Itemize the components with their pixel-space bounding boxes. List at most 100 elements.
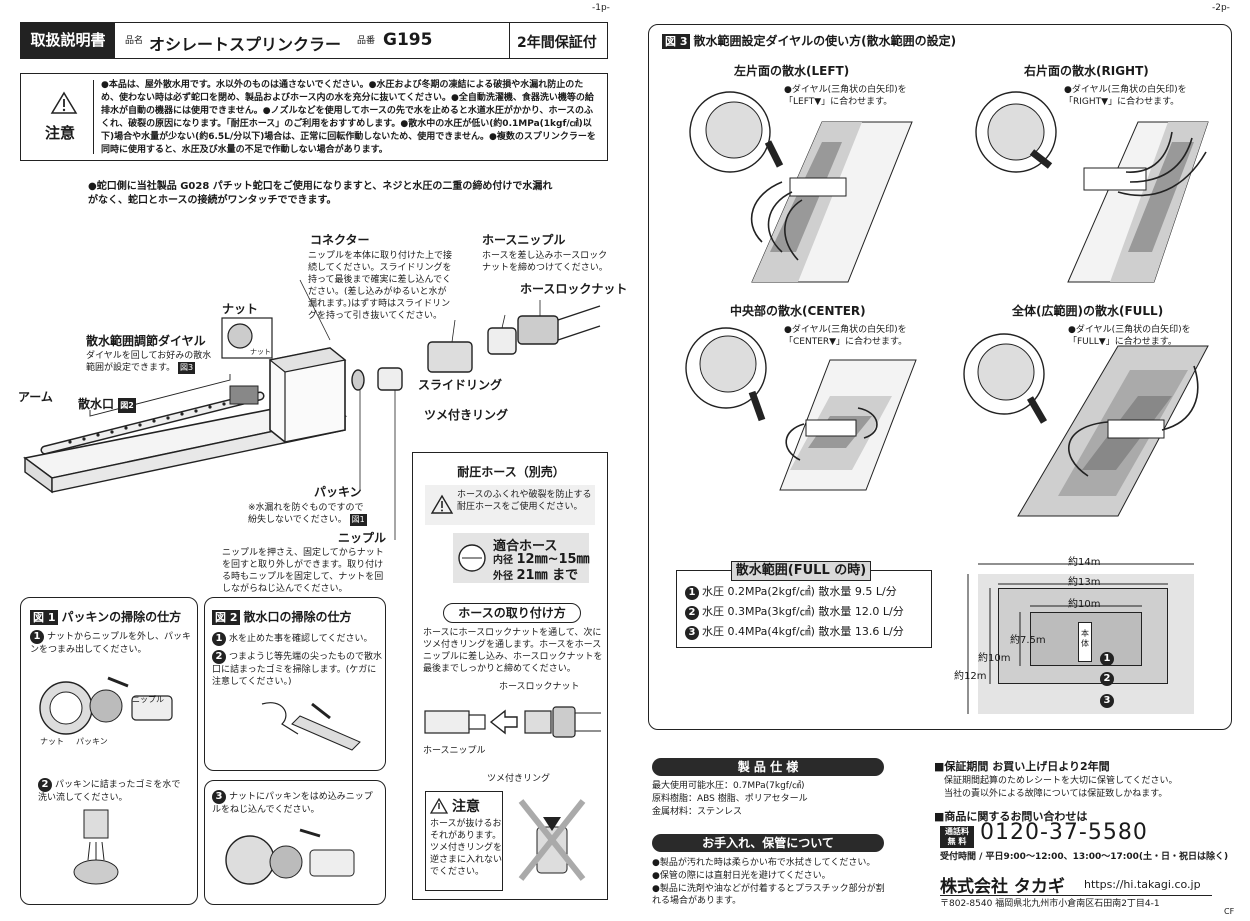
width-10m: 約10m — [1068, 599, 1101, 610]
nozzle-figure-ref: 図2 — [118, 398, 136, 413]
fig1-nut-label: ナット — [40, 737, 64, 746]
product-name: オシレートスプリンクラー — [149, 35, 342, 54]
hose-attach-diagram — [424, 706, 601, 738]
spec-line-2: 原料樹脂：ABS 樹脂、ポリアセタール — [652, 794, 808, 804]
diagram-lock-nut-label: ホースロックナット — [499, 682, 580, 692]
fig2-tag: 図 2 — [212, 610, 241, 625]
dial-title: 散水範囲調節ダイヤル — [86, 334, 206, 348]
fig1-illustration-2 — [73, 809, 119, 885]
care-line-1: ●製品が汚れた時は柔らかい布で水拭きしてください。 — [652, 858, 876, 868]
header-bar: 取扱説明書 品名 オシレートスプリンクラー 品番 G195 2年間保証付 — [20, 22, 608, 59]
claw-ring-label: ツメ付きリング — [424, 408, 509, 422]
dial-figure-ref: 図3 — [177, 362, 196, 374]
height-7-5m: 約7.5m — [1010, 635, 1046, 646]
outer-diameter: 外径 21㎜ まで — [493, 568, 579, 583]
specs-title: 製 品 仕 様 — [652, 758, 884, 776]
hose-caution-box: 注意 ホースが抜けるおそれがあります。ツメ付きリングを逆さまに入れないでください… — [425, 791, 503, 891]
notice-text: ●蛇口側に当社製品 G028 パチット蛇口をご使用になりますと、ネジと水圧の二重… — [88, 181, 553, 206]
code-label: 品番 — [357, 36, 376, 46]
hose-warning-icon — [430, 494, 454, 514]
fig3-full-note: ●ダイヤル(三角状の白矢印)を「FULL▼」に合わせます。 — [1068, 325, 1191, 347]
warranty-line-2: 当社の責以外による故障については保証致しかねます。 — [944, 789, 1168, 799]
warning-icon — [50, 91, 78, 114]
warranty-title: ■保証期間 お買い上げ日より2年間 — [934, 760, 1110, 773]
fig3-left-note: ●ダイヤル(三角状の白矢印)を「LEFT▼」に合わせます。 — [784, 85, 907, 107]
fig1-illustration-1 — [39, 676, 173, 735]
connector-title: コネクター — [310, 233, 370, 247]
fig1-packing-label: パッキン — [76, 737, 108, 746]
packing-title: パッキン — [314, 485, 362, 499]
fig1-step3-panel — [204, 780, 386, 905]
phone-number[interactable]: 0120-37-5580 — [980, 820, 1148, 845]
caution-label: 注意 — [45, 124, 76, 142]
hose-diameter-icon — [458, 544, 486, 572]
caution-text: ●本品は、屋外散水用です。水以外のものは通さないでください。●水圧および冬期の凍… — [101, 80, 596, 155]
fig1-nipple-label: ニップル — [132, 695, 164, 704]
body-marker: 本体 — [1078, 622, 1092, 662]
product-code: G195 — [383, 30, 433, 50]
dimension-lines — [967, 563, 1194, 714]
caution-box: 注意 ●本品は、屋外散水用です。水以外のものは通さないでください。●水圧および冬… — [20, 73, 608, 161]
fig3-tag: 図 3 — [662, 34, 691, 49]
company-name: 株式会社 タカギ — [940, 877, 1065, 897]
wrong-ring-illustration — [518, 799, 586, 881]
right-spray-diagram — [975, 91, 1209, 283]
fig1-tag: 図 1 — [30, 610, 59, 625]
fig3-right-note: ●ダイヤル(三角状の白矢印)を「RIGHT▼」に合わせます。 — [1064, 85, 1187, 107]
height-10m: 約10m — [978, 653, 1011, 664]
hose-caution-text: ホースが抜けるおそれがあります。ツメ付きリングを逆さまに入れないでください。 — [430, 819, 503, 877]
fig3-right-title: 右片面の散水(RIGHT) — [1024, 64, 1149, 78]
page-number-left: -1p- — [592, 3, 610, 13]
company-address: 〒802-8540 福岡県北九州市小倉南区石田南2丁目4-1 — [940, 899, 1160, 909]
arm-label: アーム — [18, 390, 53, 404]
warranty-line-1: 保証期間起算のためレシートを大切に保管してください。 — [944, 776, 1178, 786]
corner-code: CF — [1224, 907, 1235, 916]
fit-hose-title: 適合ホース — [493, 539, 558, 554]
dial-desc: ダイヤルを回してお好みの散水範囲が設定できます。 図3 — [86, 351, 212, 374]
fig3-left-title: 左片面の散水(LEFT) — [734, 64, 850, 78]
company-url[interactable]: https://hi.takagi.co.jp — [1084, 878, 1201, 891]
zone-number-1: 1 — [1100, 652, 1114, 666]
packing-desc: ※水漏れを防ぐものですので紛失しないでください。 図1 — [248, 503, 367, 526]
fig3-panel — [648, 24, 1232, 730]
care-line-2: ●保管の際には直射日光を避けてください。 — [652, 871, 831, 881]
full-spray-diagram — [963, 333, 1209, 517]
hose-nipple-desc: ホースを差し込みホースロックナットを締めつけてください。 — [482, 251, 608, 273]
spec-line-1: 最大使用可能水圧：0.7MPa(7kgf/㎠) — [652, 781, 805, 791]
fig1-panel — [20, 597, 198, 905]
fig1-illustration-3 — [225, 828, 355, 885]
nut-small-label: ナット — [250, 348, 271, 356]
fig2-illustration — [261, 702, 361, 751]
attach-text: ホースにホースロックナットを通して、次にツメ付きリングを通します。ホースをホース… — [423, 628, 603, 674]
nozzle-label: 散水口 図2 — [78, 397, 136, 413]
contact-hours: 受付時間 / 平日9:00～12:00、13:00～17:00(土・日・祝日は除… — [940, 852, 1229, 862]
contact-title: ■商品に関するお問い合わせは — [934, 810, 1088, 823]
range-title: 散水範囲(FULL の時) — [731, 561, 871, 581]
nut-label: ナット — [222, 302, 259, 316]
diagram-nipple-label: ホースニップル — [423, 746, 486, 756]
fig3-full-title: 全体(広範囲)の散水(FULL) — [1012, 304, 1164, 318]
hose-lock-nut-label: ホースロックナット — [520, 282, 628, 296]
hose-panel: 耐圧ホース（別売） ホースのふくれや破裂を防止する耐圧ホースをご使用ください。 … — [412, 452, 608, 900]
center-spray-diagram — [685, 327, 917, 491]
width-14m: 約14m — [1068, 557, 1101, 568]
care-line-3: ●製品に洗剤や油などが付着するとプラスチック部分が割れる場合があります。 — [652, 884, 885, 906]
nipple-title: ニップル — [338, 531, 387, 545]
slide-ring-label: スライドリング — [418, 378, 503, 392]
zone-number-2: 2 — [1100, 672, 1114, 686]
height-12m: 約12m — [954, 671, 987, 682]
inner-diameter: 内径 12㎜~15㎜ — [493, 552, 590, 567]
diagram-claw-label: ツメ付きリング — [487, 774, 551, 784]
hose-panel-title: 耐圧ホース（別売） — [457, 465, 565, 479]
fig3-center-title: 中央部の散水(CENTER) — [730, 304, 866, 318]
hose-nipple-title: ホースニップル — [482, 233, 566, 247]
page-number-right: -2p- — [1212, 3, 1230, 13]
